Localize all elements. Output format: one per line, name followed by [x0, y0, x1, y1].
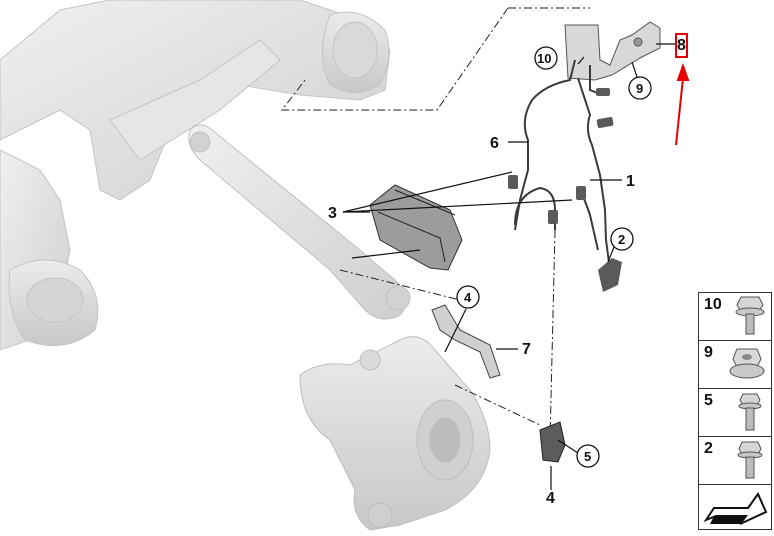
legend-number: 9 [704, 344, 713, 361]
callout-10: 10 [537, 51, 551, 66]
callout-1: 1 [626, 173, 635, 190]
control-arm [188, 124, 411, 320]
legend-item: 9 [699, 341, 771, 389]
callout-4-bottom: 4 [546, 490, 555, 507]
torx-bolt-icon [737, 441, 763, 479]
callout-4-top: 4 [464, 290, 472, 305]
callout-2: 2 [618, 232, 625, 247]
callout-9: 9 [636, 81, 643, 96]
callout-8: 8 [677, 37, 686, 54]
cable-connectors [508, 88, 622, 292]
callout-6: 6 [490, 135, 499, 152]
callout-3: 3 [328, 205, 337, 222]
sensor-bracket [431, 304, 501, 379]
wheel-speed-sensor-cables [514, 59, 612, 291]
wheel-speed-sensor [539, 421, 566, 463]
flange-bolt-icon [735, 296, 765, 335]
leader-lines [342, 43, 676, 490]
legend-number: 2 [704, 440, 713, 457]
cable-holder [369, 184, 463, 271]
callout-5: 5 [584, 449, 591, 464]
legend-number: 5 [704, 392, 713, 409]
reference-lines [280, 7, 590, 441]
callout-circles [456, 46, 652, 468]
legend-footer [699, 485, 771, 529]
flange-nut-icon [729, 348, 765, 379]
bolt-icon [738, 393, 762, 431]
legend-item: 5 [699, 389, 771, 437]
rear-axle-subframe [0, 0, 391, 351]
fastener-legend: 10 9 5 2 [698, 292, 772, 530]
wheel-carrier [299, 336, 491, 531]
legend-number: 10 [704, 296, 722, 313]
callout-8-highlight [675, 33, 688, 58]
mounting-bracket [564, 21, 661, 81]
direction-arrow-icon [703, 491, 768, 525]
legend-item: 10 [699, 293, 771, 341]
highlight-arrow-icon [675, 63, 690, 146]
legend-item: 2 [699, 437, 771, 485]
callout-7: 7 [522, 341, 531, 358]
